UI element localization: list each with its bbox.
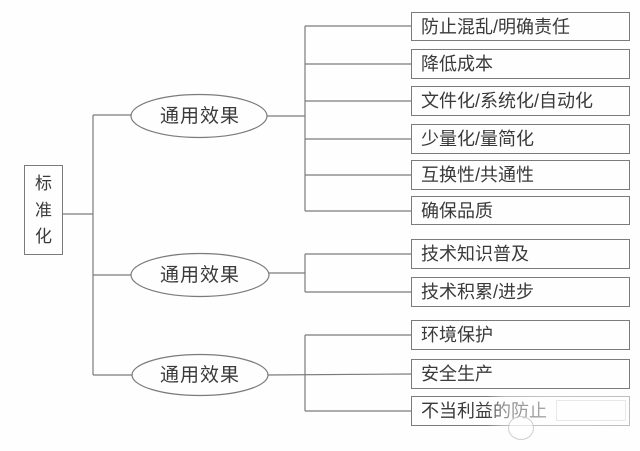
leaf-box-reduce-cost: 降低成本 xyxy=(411,49,630,79)
effect-ellipse-2-shape xyxy=(130,252,270,298)
leaf-box-technical-accumulation-progress: 技术积累/进步 xyxy=(411,277,630,307)
effect-node-3-label: 通用效果 xyxy=(159,365,240,386)
root-char-2: 准 xyxy=(35,200,52,220)
effect-ellipse-1-shape xyxy=(130,93,268,139)
effect-ellipse-3-shape xyxy=(131,353,269,397)
leaf-box-interchangeability-commonality: 互换性/共通性 xyxy=(411,160,630,190)
leaf-box-production-safety: 安全生产 xyxy=(411,359,630,389)
root-char-3: 化 xyxy=(35,226,52,246)
effect-node-1-label: 通用效果 xyxy=(159,106,240,127)
leaf-box-technical-knowledge-popularization: 技术知识普及 xyxy=(411,239,630,269)
leaf-box-improper-benefit-prevention: 不当利益的防止 xyxy=(411,396,630,426)
root-char-1: 标 xyxy=(35,174,52,194)
leaf-box-quality-assurance: 确保品质 xyxy=(411,196,630,225)
root-node-standardization: 标 准 化 xyxy=(24,165,63,255)
leaf-box-environmental-protection: 环境保护 xyxy=(411,320,630,350)
effect-node-2-label: 通用效果 xyxy=(159,265,240,286)
leaf-box-quantity-reduction-simplification: 少量化/量简化 xyxy=(411,124,630,154)
leaf-box-documentation-systematization-automation: 文件化/系统化/自动化 xyxy=(411,86,630,116)
leaf-box-prevent-confusion-clarify-responsibility: 防止混乱/明确责任 xyxy=(411,12,630,41)
